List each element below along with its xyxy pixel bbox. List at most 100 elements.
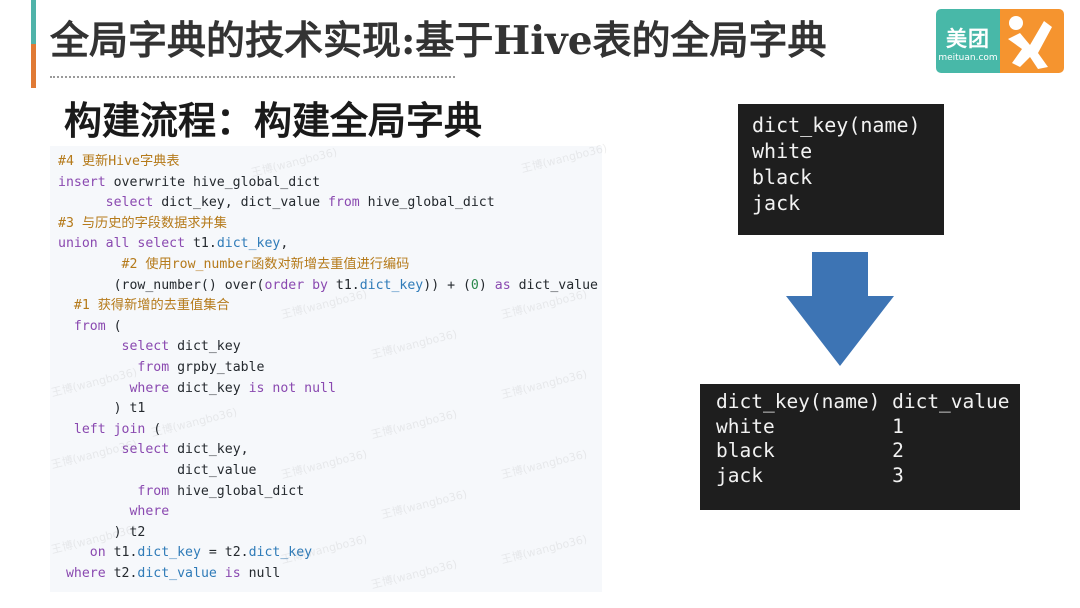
code-token: order by — [264, 277, 328, 293]
code-token: select — [121, 339, 170, 355]
terminal-line: dict_key(name) — [752, 113, 921, 137]
code-token: null — [240, 565, 281, 581]
section-subtitle: 构建流程：构建全局字典 — [64, 98, 483, 143]
code-token — [58, 319, 74, 334]
code-line: from grpby_table — [58, 358, 598, 379]
code-token: select — [121, 442, 170, 458]
code-line: #4 更新Hive字典表 — [58, 152, 598, 173]
code-token: from — [137, 359, 170, 375]
code-line: (row_number() over(order by t1.dict_key)… — [58, 276, 598, 297]
code-token: as — [494, 277, 511, 293]
code-token: #2 使用row_number函数对新增去重值进行编码 — [121, 256, 410, 272]
code-token: #1 获得新增的去重值集合 — [73, 298, 230, 314]
code-token — [58, 195, 106, 210]
code-line: insert overwrite hive_global_dict — [58, 173, 598, 194]
code-token: hive_global_dict — [169, 483, 305, 499]
code-token: t1. — [185, 236, 217, 252]
code-token — [58, 566, 66, 581]
code-line: where t2.dict_value is null — [58, 564, 598, 585]
down-arrow-icon — [786, 252, 894, 366]
code-token: union all select — [58, 236, 186, 252]
code-token: on — [89, 545, 106, 561]
code-token: #3 与历史的字段数据求并集 — [58, 215, 227, 231]
code-token: dict_key — [359, 277, 424, 293]
code-token: )) + ( — [423, 277, 471, 293]
code-line: #1 获得新增的去重值集合 — [58, 296, 598, 317]
kangaroo-mascot-icon — [1008, 16, 1052, 69]
code-token: is — [224, 565, 241, 581]
terminal-line: jack — [752, 191, 801, 215]
code-token: overwrite hive_global_dict — [105, 174, 321, 190]
code-line: #2 使用row_number函数对新增去重值进行编码 — [58, 255, 598, 276]
code-line: #3 与历史的字段数据求并集 — [58, 214, 598, 235]
code-token: ( — [105, 318, 122, 334]
code-token: dict_key — [216, 236, 281, 252]
code-token: dict_value — [58, 462, 257, 478]
code-token: from — [137, 483, 170, 499]
code-token — [58, 298, 74, 313]
code-token: hive_global_dict — [359, 195, 495, 211]
code-token: left join — [73, 421, 146, 437]
code-token: dict_key — [137, 545, 201, 561]
code-line: where — [58, 502, 598, 523]
meituan-logo: 美团 meituan.com — [936, 9, 1064, 73]
code-line: select dict_key, — [58, 440, 598, 461]
code-token: t2. — [105, 565, 138, 581]
code-token — [58, 257, 122, 272]
logo-brand-text: 美团 — [946, 27, 990, 51]
code-line: select dict_key — [58, 337, 598, 358]
code-token: where — [129, 504, 170, 520]
code-token: (row_number() over( — [58, 277, 265, 293]
code-token: , — [280, 236, 289, 252]
sql-code-block: #4 更新Hive字典表 insert overwrite hive_global… — [58, 152, 598, 584]
code-token: dict_key — [169, 380, 249, 396]
code-token: select — [105, 195, 154, 211]
code-token — [58, 504, 129, 519]
code-line: select dict_key, dict_value from hive_gl… — [58, 193, 598, 214]
logo-domain-text: meituan.com — [938, 53, 998, 63]
terminal-line: dict_key(name) dict_value — [716, 390, 1010, 413]
code-token: where — [65, 565, 106, 581]
accent-bar-top — [31, 0, 36, 44]
terminal-line: jack 3 — [716, 463, 904, 487]
code-token — [58, 442, 122, 457]
code-token: dict_key, — [169, 442, 249, 458]
code-token: dict_key — [248, 545, 313, 561]
terminal-line: black — [752, 165, 813, 189]
title-divider — [50, 76, 455, 78]
code-token: ) t1 — [58, 401, 146, 417]
logo-mascot-block — [1000, 9, 1064, 73]
code-token: grpby_table — [169, 359, 265, 375]
code-line: ) t2 — [58, 523, 598, 544]
code-line: ) t1 — [58, 399, 598, 420]
code-token: ) — [478, 277, 495, 293]
code-token: t1. — [327, 277, 360, 293]
code-token — [58, 339, 122, 354]
code-token: 0 — [470, 277, 479, 293]
code-line: from hive_global_dict — [58, 482, 598, 503]
code-token: t1. — [105, 545, 138, 561]
code-token: dict_key, dict_value — [153, 195, 328, 211]
logo-brand-block: 美团 meituan.com — [936, 9, 1000, 73]
code-token — [58, 360, 137, 375]
sql-code-panel: #4 更新Hive字典表 insert overwrite hive_global… — [50, 142, 608, 592]
code-line: where dict_key is not null — [58, 379, 598, 400]
accent-bar — [31, 0, 36, 88]
code-line: union all select t1.dict_key, — [58, 234, 598, 255]
code-line: on t1.dict_key = t2.dict_key — [58, 543, 598, 564]
terminal-line: white — [752, 139, 813, 163]
code-token: dict_value — [137, 565, 217, 581]
code-token — [58, 545, 90, 560]
code-token: ( — [145, 421, 162, 437]
code-token — [58, 484, 137, 499]
code-token: from — [327, 195, 360, 211]
code-token: = t2. — [200, 545, 249, 561]
code-token — [217, 566, 225, 581]
code-line: from ( — [58, 317, 598, 338]
code-token: #4 更新Hive字典表 — [58, 154, 180, 169]
code-line: dict_value — [58, 461, 598, 482]
terminal-line: black 2 — [716, 439, 904, 462]
code-token — [58, 422, 74, 437]
